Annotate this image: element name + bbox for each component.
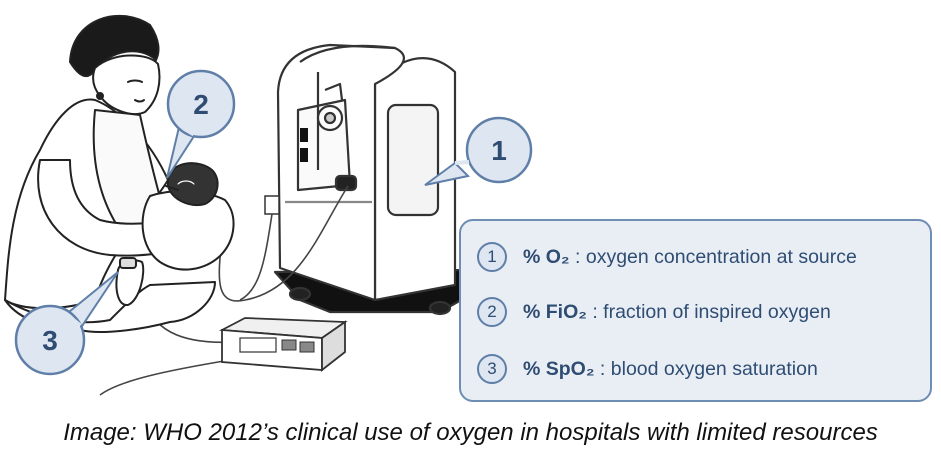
mother-and-baby bbox=[4, 14, 235, 333]
legend-text-3: % SpO₂ : blood oxygen saturation bbox=[523, 358, 818, 381]
legend-description-o2: : oxygen concentration at source bbox=[569, 245, 857, 268]
legend-badge-3: 3 bbox=[477, 354, 507, 384]
legend-text-2: % FiO₂ : fraction of inspired oxygen bbox=[523, 301, 831, 324]
callout-3-number: 3 bbox=[42, 325, 58, 356]
legend-item-spo2: 3 % SpO₂ : blood oxygen saturation bbox=[477, 352, 818, 386]
callout-1: 1 bbox=[424, 116, 533, 186]
legend-description-fio2: : fraction of inspired oxygen bbox=[586, 300, 831, 323]
callout-2-number: 2 bbox=[193, 89, 209, 120]
legend-term-fio2: % FiO₂ bbox=[523, 300, 587, 323]
callout-1-number: 1 bbox=[491, 135, 507, 166]
legend-item-fio2: 2 % FiO₂ : fraction of inspired oxygen bbox=[477, 295, 831, 329]
callout-3: 3 bbox=[14, 271, 119, 376]
legend-description-spo2: : blood oxygen saturation bbox=[594, 357, 818, 380]
legend-item-o2: 1 % O₂ : oxygen concentration at source bbox=[477, 240, 857, 274]
legend-box: 1 % O₂ : oxygen concentration at source … bbox=[459, 219, 932, 402]
legend-badge-1: 1 bbox=[477, 242, 507, 272]
legend-badge-2: 2 bbox=[477, 297, 507, 327]
legend-term-o2: % O₂ bbox=[523, 245, 570, 268]
pulse-oximeter bbox=[218, 317, 348, 372]
image-caption: Image: WHO 2012’s clinical use of oxygen… bbox=[63, 419, 878, 446]
callout-2: 2 bbox=[166, 69, 236, 179]
wall-outlet bbox=[264, 195, 280, 215]
legend-term-spo2: % SpO₂ bbox=[523, 357, 595, 380]
legend-text-1: % O₂ : oxygen concentration at source bbox=[523, 246, 857, 269]
